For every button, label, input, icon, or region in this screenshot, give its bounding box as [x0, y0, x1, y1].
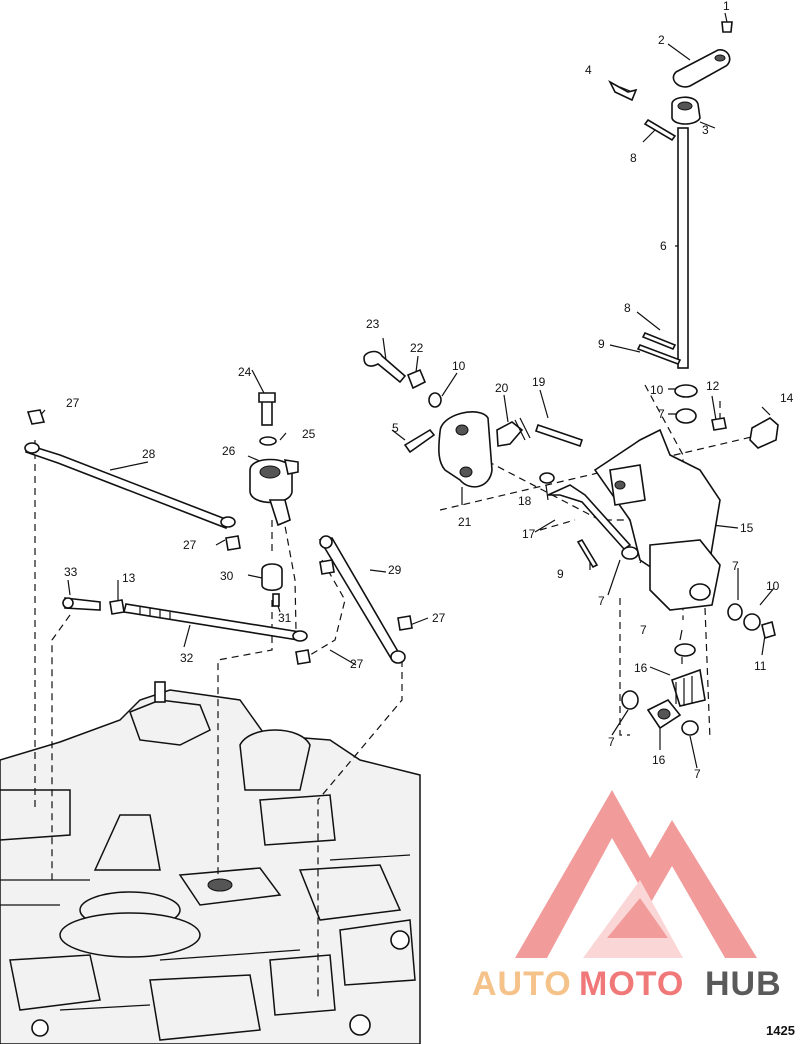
label-33: 33: [64, 565, 78, 579]
label-7-shaft: 7: [658, 407, 665, 421]
label-30: 30: [220, 569, 234, 583]
label-31: 31: [278, 611, 292, 625]
label-10-right: 10: [766, 579, 780, 593]
label-4: 4: [585, 63, 592, 77]
watermark-hub: HUB: [705, 965, 782, 1003]
label-27-mid: 27: [183, 538, 197, 552]
label-16-gear: 16: [634, 661, 648, 675]
label-9-lower: 9: [557, 567, 564, 581]
label-23: 23: [366, 317, 380, 331]
label-16-cylinder: 16: [652, 753, 666, 767]
throttle-linkage-assembly: [24, 392, 413, 665]
label-8-lower: 8: [624, 301, 631, 315]
figure-number: 1425: [766, 1023, 795, 1038]
label-7-lower-left: 7: [608, 735, 615, 749]
label-7-lower-right: 7: [694, 767, 701, 781]
label-27-top-left: 27: [66, 396, 80, 410]
label-25: 25: [302, 427, 316, 441]
label-22: 22: [410, 341, 424, 355]
label-10-left: 10: [452, 359, 466, 373]
label-10-shaft: 10: [650, 383, 664, 397]
label-7-right: 7: [732, 559, 739, 573]
label-7-middle: 7: [640, 623, 647, 637]
label-13: 13: [122, 571, 136, 585]
label-15: 15: [740, 521, 754, 535]
label-11: 11: [754, 659, 767, 673]
label-17: 17: [522, 527, 536, 541]
label-32: 32: [180, 651, 194, 665]
label-2: 2: [658, 33, 665, 47]
label-27-right: 27: [432, 611, 446, 625]
shift-shaft-assembly: [363, 21, 779, 736]
watermark-auto: AUTO: [472, 965, 572, 1003]
label-19: 19: [532, 375, 546, 389]
watermark-moto: MOTO: [579, 965, 684, 1003]
engine-block: [0, 681, 421, 1044]
label-7-left: 7: [598, 594, 605, 608]
label-29: 29: [388, 563, 402, 577]
watermark-logo: [515, 790, 757, 958]
label-6: 6: [660, 239, 667, 253]
label-27-lower: 27: [350, 657, 364, 671]
label-26: 26: [222, 444, 236, 458]
callout-labels: 1 2 3 4 5 6 7 7 7 7 7 7 8 8 9 9 10 10 10…: [64, 0, 794, 781]
label-5: 5: [392, 421, 399, 435]
label-21: 21: [458, 515, 472, 529]
label-1: 1: [723, 0, 730, 13]
label-9-upper: 9: [598, 337, 605, 351]
label-14: 14: [780, 391, 794, 405]
label-24: 24: [238, 365, 252, 379]
label-20: 20: [495, 381, 509, 395]
label-28: 28: [142, 447, 156, 461]
label-8-upper: 8: [630, 151, 637, 165]
label-12: 12: [706, 379, 720, 393]
label-3: 3: [702, 123, 709, 137]
label-18: 18: [518, 494, 532, 508]
